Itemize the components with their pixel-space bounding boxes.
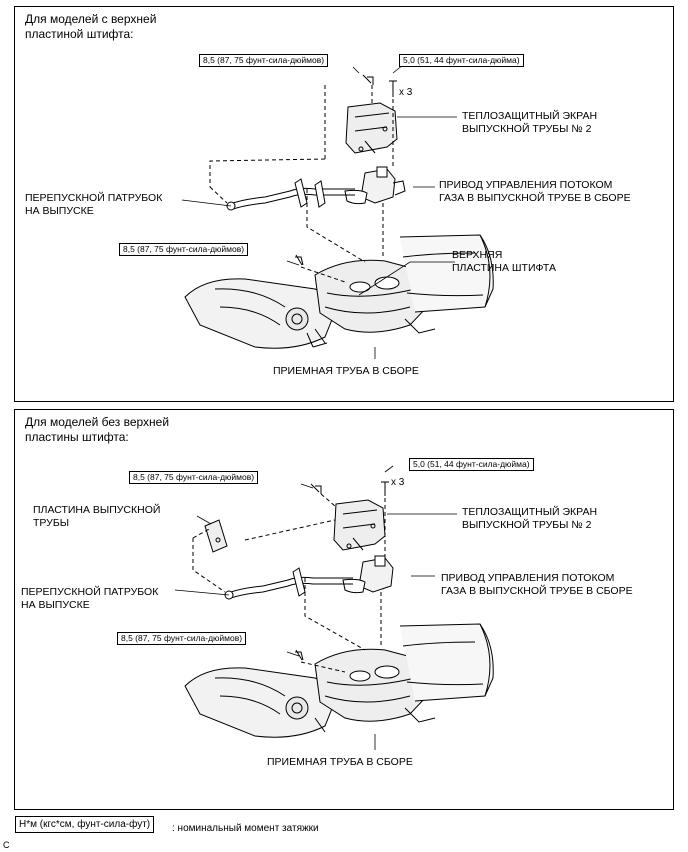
label-bypass-pipe-line1: ПЕРЕПУСКНОЙ ПАТРУБОК bbox=[25, 192, 163, 204]
label-flow-actuator: ПРИВОД УПРАВЛЕНИЯ ПОТОКОМ ГАЗА В ВЫПУСКН… bbox=[441, 572, 633, 598]
label-heat-shield-line1: ТЕПЛОЗАЩИТНЫЙ ЭКРАН bbox=[462, 506, 598, 518]
label-bypass-pipe: ПЕРЕПУСКНОЙ ПАТРУБОК НА ВЫПУСКЕ bbox=[25, 192, 162, 218]
label-heat-shield-line1: ТЕПЛОЗАЩИТНЫЙ ЭКРАН bbox=[462, 110, 598, 122]
panel-with-pin-plate: Для моделей с верхней пластиной штифта: … bbox=[14, 6, 674, 402]
label-front-pipe: ПРИЕМНАЯ ТРУБА В СБОРЕ bbox=[273, 365, 419, 377]
label-flow-actuator-line1: ПРИВОД УПРАВЛЕНИЯ ПОТОКОМ bbox=[439, 179, 613, 191]
label-exhaust-plate: ПЛАСТИНА ВЫПУСКНОЙ ТРУБЫ bbox=[33, 504, 160, 530]
label-upper-pin-plate-line2: ПЛАСТИНА ШТИФТА bbox=[452, 262, 556, 274]
label-heat-shield-line2: ВЫПУСКНОЙ ТРУБЫ № 2 bbox=[462, 123, 592, 135]
panel-title: Для моделей с верхней пластиной штифта: bbox=[25, 12, 156, 42]
label-exhaust-plate-line2: ТРУБЫ bbox=[33, 517, 70, 529]
label-bypass-pipe-line2: НА ВЫПУСКЕ bbox=[25, 205, 94, 217]
label-heat-shield: ТЕПЛОЗАЩИТНЫЙ ЭКРАН ВЫПУСКНОЙ ТРУБЫ № 2 bbox=[462, 506, 597, 532]
torque-spec-actuator-bolt: 5,0 (51, 44 фунт-сила-дюйма) bbox=[409, 458, 534, 471]
figure-code: C bbox=[3, 840, 10, 850]
label-upper-pin-plate: ВЕРХНЯЯ ПЛАСТИНА ШТИФТА bbox=[452, 249, 556, 275]
torque-unit-box: Н*м (кгс*см, фунт-сила-фут) bbox=[15, 816, 155, 833]
bolt-count: x 3 bbox=[399, 87, 413, 98]
panel-title-line2: пластиной штифта: bbox=[25, 27, 134, 41]
panel-title-line1: Для моделей с верхней bbox=[25, 12, 157, 26]
torque-spec-pipe-bolt: 8,5 (87, 75 фунт-сила-дюймов) bbox=[119, 243, 249, 256]
torque-spec-pipe-bolt: 8,5 (87, 75 фунт-сила-дюймов) bbox=[117, 632, 247, 645]
label-flow-actuator-line2: ГАЗА В ВЫПУСКНОЙ ТРУБЕ В СБОРЕ bbox=[441, 585, 633, 597]
exploded-diagram-a bbox=[181, 64, 494, 359]
torque-unit-description: : номинальный момент затяжки bbox=[172, 823, 319, 834]
label-bypass-pipe-line1: ПЕРЕПУСКНОЙ ПАТРУБОК bbox=[21, 586, 159, 598]
label-upper-pin-plate-line1: ВЕРХНЯЯ bbox=[452, 249, 503, 261]
exploded-diagram-b bbox=[174, 465, 494, 750]
bolt-count: x 3 bbox=[391, 477, 405, 488]
label-heat-shield: ТЕПЛОЗАЩИТНЫЙ ЭКРАН ВЫПУСКНОЙ ТРУБЫ № 2 bbox=[462, 110, 597, 136]
torque-spec-heat-shield-bolt: 8,5 (87, 75 фунт-сила-дюймов) bbox=[129, 471, 259, 484]
label-exhaust-plate-line1: ПЛАСТИНА ВЫПУСКНОЙ bbox=[33, 504, 161, 516]
label-flow-actuator-line2: ГАЗА В ВЫПУСКНОЙ ТРУБЕ В СБОРЕ bbox=[439, 192, 631, 204]
label-bypass-pipe-line2: НА ВЫПУСКЕ bbox=[21, 599, 90, 611]
torque-spec-heat-shield-bolt: 8,5 (87, 75 фунт-сила-дюймов) bbox=[199, 54, 329, 67]
label-flow-actuator-line1: ПРИВОД УПРАВЛЕНИЯ ПОТОКОМ bbox=[441, 572, 615, 584]
torque-spec-actuator-bolt: 5,0 (51, 44 фунт-сила-дюйма) bbox=[399, 54, 524, 67]
label-heat-shield-line2: ВЫПУСКНОЙ ТРУБЫ № 2 bbox=[462, 519, 592, 531]
label-front-pipe: ПРИЕМНАЯ ТРУБА В СБОРЕ bbox=[267, 756, 413, 768]
panel-title-line1: Для моделей без верхней bbox=[25, 415, 170, 429]
panel-without-pin-plate: Для моделей без верхней пластины штифта:… bbox=[14, 409, 674, 810]
panel-title-line2: пластины штифта: bbox=[25, 430, 129, 444]
label-bypass-pipe: ПЕРЕПУСКНОЙ ПАТРУБОК НА ВЫПУСКЕ bbox=[21, 586, 158, 612]
label-flow-actuator: ПРИВОД УПРАВЛЕНИЯ ПОТОКОМ ГАЗА В ВЫПУСКН… bbox=[439, 179, 631, 205]
panel-title: Для моделей без верхней пластины штифта: bbox=[25, 415, 169, 445]
